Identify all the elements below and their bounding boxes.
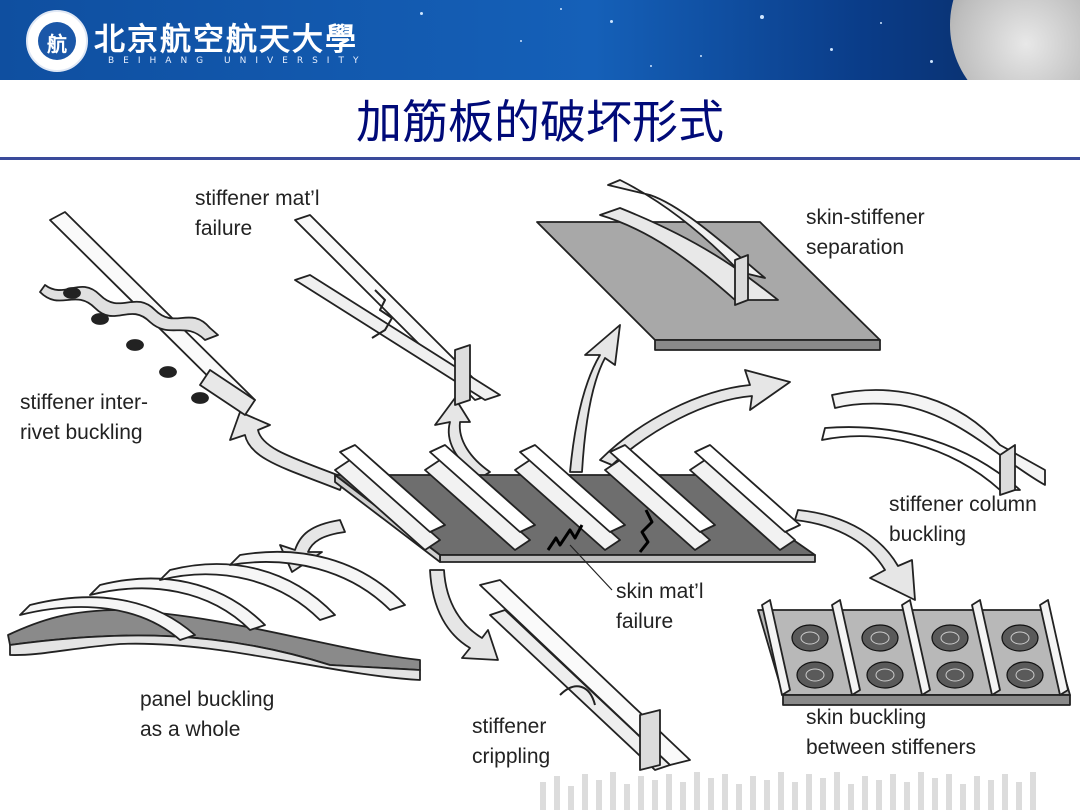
label-stiffener-material-failure: stiffener mat’l failure	[195, 184, 320, 244]
label-skin-buckling-between-stiffeners: skin buckling between stiffeners	[806, 703, 976, 763]
label-skin-stiffener-separation: skin-stiffener separation	[806, 203, 925, 263]
university-name-en: BEIHANG UNIVERSITY	[108, 56, 367, 66]
moon-graphic	[950, 0, 1080, 80]
footer-decoration	[530, 770, 1080, 810]
label-panel-buckling-whole: panel buckling as a whole	[140, 685, 274, 745]
stiffener-column-diagram	[822, 390, 1045, 495]
panel-buckling-diagram	[8, 552, 420, 680]
stiffener-material-diagram	[295, 215, 500, 405]
label-skin-material-failure: skin mat’l failure	[616, 577, 704, 637]
header-banner: 航 北京航空航天大學 BEIHANG UNIVERSITY	[0, 0, 1080, 80]
page-title: 加筋板的破坏形式	[0, 86, 1080, 152]
university-logo: 航	[26, 10, 88, 72]
skin-buckling-diagram	[758, 600, 1070, 705]
label-stiffener-interrivet-buckling: stiffener inter- rivet buckling	[20, 388, 148, 448]
label-stiffener-crippling: stiffener crippling	[472, 712, 550, 772]
label-stiffener-column-buckling: stiffener column buckling	[889, 490, 1037, 550]
university-name-cn: 北京航空航天大學	[94, 14, 358, 59]
